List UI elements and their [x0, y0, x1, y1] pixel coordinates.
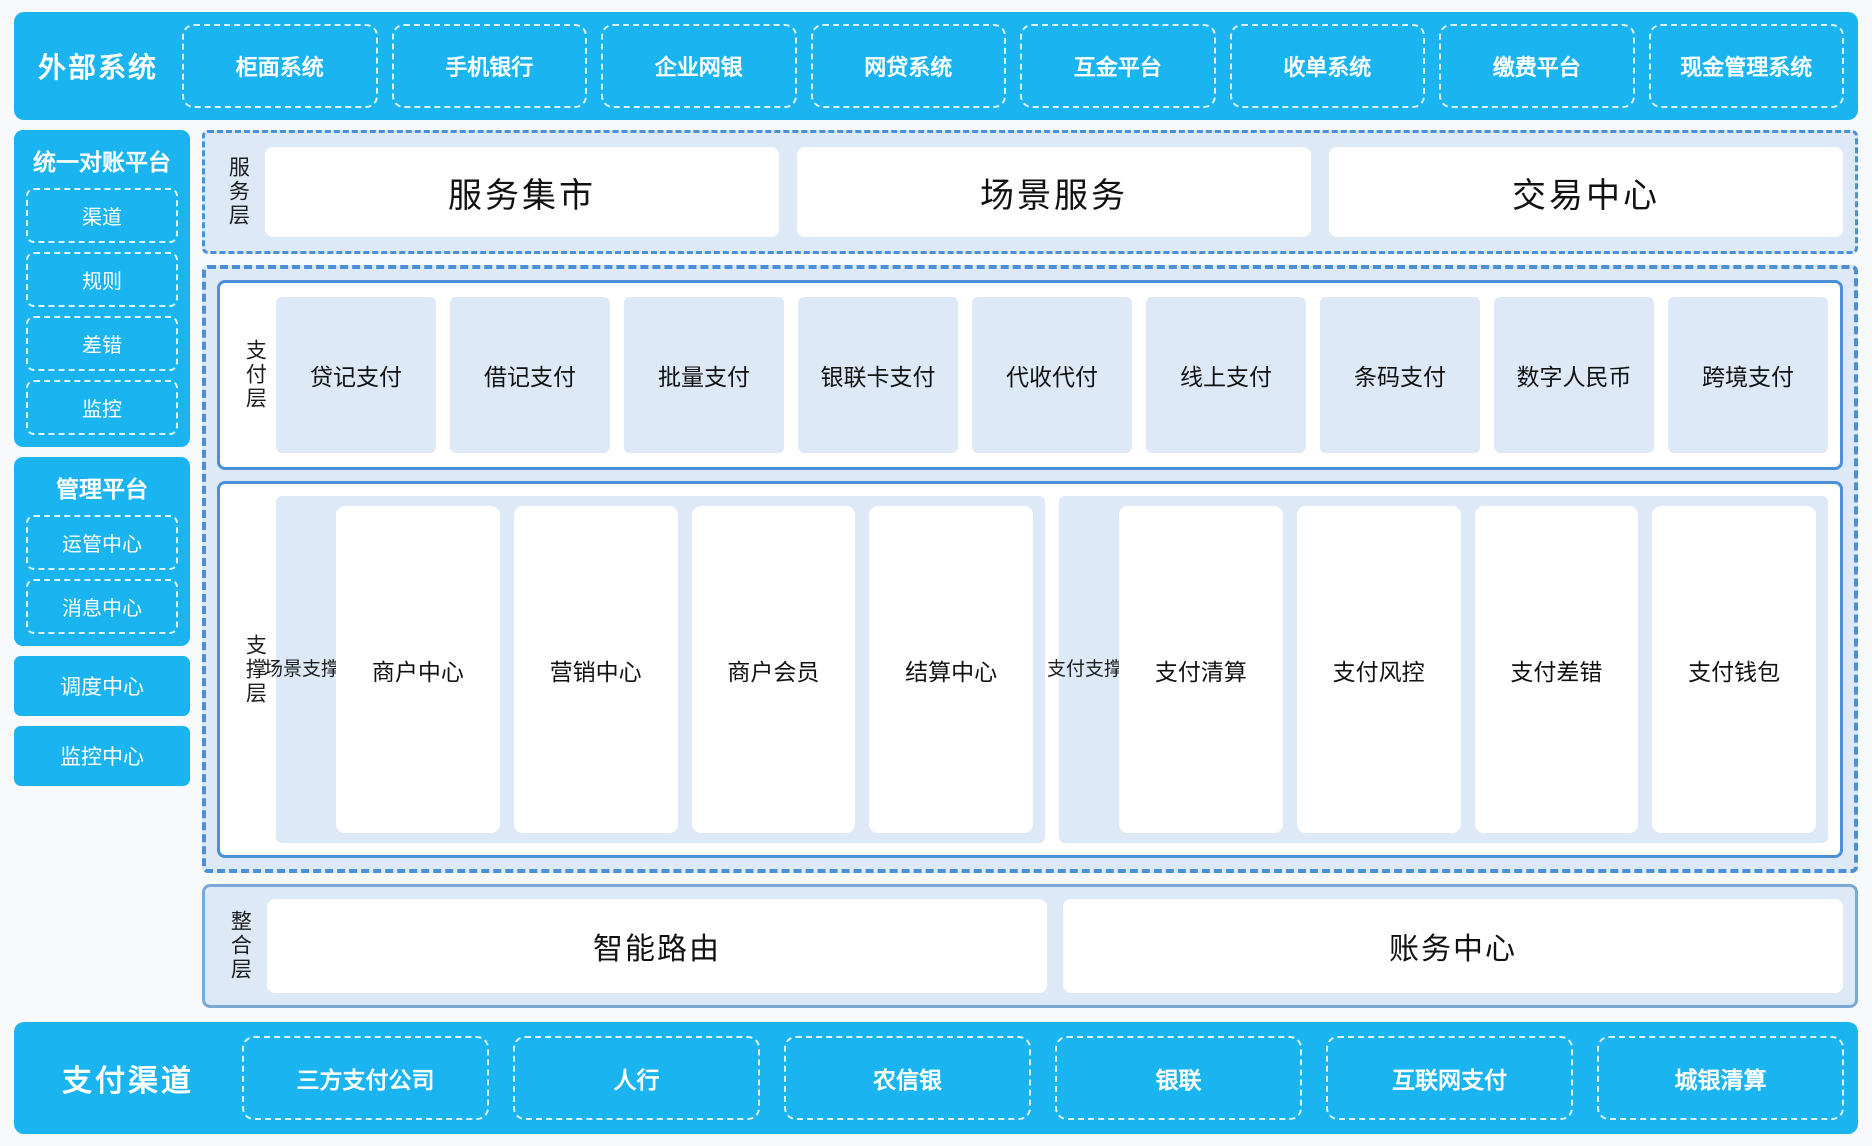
- integration-layer-items: 智能路由 账务中心: [261, 899, 1843, 993]
- support-group-payment-label: 支付支撑: [1047, 658, 1124, 680]
- external-system-item[interactable]: 收单系统: [1229, 24, 1425, 108]
- pay-card-crossborder[interactable]: 跨境支付: [1668, 297, 1828, 453]
- reconciliation-platform-title: 统一对账平台: [33, 149, 171, 175]
- support-card-merchant-member[interactable]: 商户会员: [691, 506, 856, 833]
- payment-channel-item[interactable]: 城银清算: [1597, 1036, 1844, 1120]
- management-item-message[interactable]: 消息中心: [26, 579, 178, 634]
- support-card-merchant-center[interactable]: 商户中心: [336, 506, 500, 833]
- external-systems-title: 外部系统: [37, 52, 158, 83]
- external-system-item[interactable]: 缴费平台: [1439, 24, 1635, 108]
- left-rail: 统一对账平台 渠道 规则 差错 监控 管理平台 运管中心 消息中心 调度中心 监…: [14, 130, 190, 1008]
- payment-channel-item[interactable]: 三方支付公司: [242, 1036, 489, 1120]
- support-group-scenario-label: 场景支撑: [264, 658, 341, 680]
- service-layer-label: 服务层: [226, 156, 250, 228]
- support-layer-label: 支撑层: [243, 633, 267, 706]
- support-card-marketing-center[interactable]: 营销中心: [513, 506, 678, 833]
- payment-channels-title: 支付渠道: [62, 1065, 194, 1098]
- integration-card-smart-routing[interactable]: 智能路由: [267, 899, 1047, 993]
- service-card-marketplace[interactable]: 服务集市: [265, 147, 779, 237]
- external-systems-band: 外部系统 柜面系统 手机银行 企业网银 网贷系统 互金平台 收单系统 缴费平台 …: [14, 12, 1858, 120]
- service-card-scenario[interactable]: 场景服务: [797, 147, 1311, 237]
- integration-layer-label: 整合层: [228, 910, 252, 982]
- layers-column: 服务层 服务集市 场景服务 交易中心 支付层 贷记支付 借记支付 批量支付 银联…: [202, 130, 1858, 1008]
- pay-card-credit[interactable]: 贷记支付: [276, 297, 436, 453]
- external-system-item[interactable]: 柜面系统: [182, 24, 378, 108]
- core-dashed-block: 支付层 贷记支付 借记支付 批量支付 银联卡支付 代收代付 线上支付 条码支付 …: [202, 265, 1858, 873]
- support-card-payment-risk[interactable]: 支付风控: [1296, 506, 1461, 833]
- reconciliation-item-channel[interactable]: 渠道: [26, 188, 178, 243]
- pay-layer-label: 支付层: [243, 339, 267, 411]
- payment-channels-band: 支付渠道 三方支付公司 人行 农信银 银联 互联网支付 城银清算: [14, 1022, 1858, 1134]
- external-system-item[interactable]: 企业网银: [601, 24, 797, 108]
- external-system-item[interactable]: 网贷系统: [810, 24, 1006, 108]
- management-platform-title: 管理平台: [56, 476, 148, 502]
- pay-card-batch[interactable]: 批量支付: [624, 297, 784, 453]
- monitoring-center-card[interactable]: 监控中心: [14, 726, 190, 786]
- payment-channel-item[interactable]: 农信银: [784, 1036, 1031, 1120]
- service-layer: 服务层 服务集市 场景服务 交易中心: [202, 130, 1858, 254]
- integration-layer: 整合层 智能路由 账务中心: [202, 884, 1858, 1008]
- reconciliation-platform-card: 统一对账平台 渠道 规则 差错 监控: [14, 130, 190, 447]
- support-card-settlement-center[interactable]: 结算中心: [869, 506, 1033, 833]
- external-system-item[interactable]: 手机银行: [391, 24, 587, 108]
- service-card-transaction[interactable]: 交易中心: [1329, 147, 1843, 237]
- support-group-payment: 支付支撑 支付清算 支付风控 支付差错 支付钱包: [1047, 496, 1828, 843]
- reconciliation-item-monitor[interactable]: 监控: [26, 380, 178, 435]
- external-system-item[interactable]: 现金管理系统: [1648, 24, 1844, 108]
- payment-channel-item[interactable]: 互联网支付: [1326, 1036, 1573, 1120]
- pay-card-digital-rmb[interactable]: 数字人民币: [1494, 297, 1654, 453]
- payment-channel-item[interactable]: 人行: [513, 1036, 760, 1120]
- support-layer-groups: 场景支撑 商户中心 营销中心 商户会员 结算中心 支付支撑 支付清算 支付风控 …: [264, 494, 1828, 845]
- payment-channel-item[interactable]: 银联: [1055, 1036, 1302, 1120]
- service-layer-items: 服务集市 场景服务 交易中心: [259, 143, 1845, 241]
- management-platform-card: 管理平台 运管中心 消息中心: [14, 457, 190, 646]
- support-group-scenario: 场景支撑 商户中心 营销中心 商户会员 结算中心: [264, 496, 1045, 843]
- pay-card-barcode[interactable]: 条码支付: [1320, 297, 1480, 453]
- payment-channels-list: 三方支付公司 人行 农信银 银联 互联网支付 城银清算: [242, 1022, 1844, 1134]
- reconciliation-item-rule[interactable]: 规则: [26, 252, 178, 307]
- support-layer: 支撑层 场景支撑 商户中心 营销中心 商户会员 结算中心 支付支撑 支付清算: [217, 481, 1843, 858]
- support-card-payment-clearing[interactable]: 支付清算: [1119, 506, 1283, 833]
- support-card-payment-wallet[interactable]: 支付钱包: [1652, 506, 1816, 833]
- pay-card-online[interactable]: 线上支付: [1146, 297, 1306, 453]
- reconciliation-item-error[interactable]: 差错: [26, 316, 178, 371]
- support-card-payment-error[interactable]: 支付差错: [1474, 506, 1639, 833]
- integration-card-accounting-center[interactable]: 账务中心: [1063, 899, 1843, 993]
- external-systems-list: 柜面系统 手机银行 企业网银 网贷系统 互金平台 收单系统 缴费平台 现金管理系…: [182, 12, 1844, 120]
- pay-layer-items: 贷记支付 借记支付 批量支付 银联卡支付 代收代付 线上支付 条码支付 数字人民…: [276, 293, 1828, 457]
- pay-card-unionpay[interactable]: 银联卡支付: [798, 297, 958, 453]
- external-system-item[interactable]: 互金平台: [1020, 24, 1216, 108]
- middle-region: 统一对账平台 渠道 规则 差错 监控 管理平台 运管中心 消息中心 调度中心 监…: [14, 130, 1858, 1008]
- pay-card-debit[interactable]: 借记支付: [450, 297, 610, 453]
- pay-card-collection[interactable]: 代收代付: [972, 297, 1132, 453]
- pay-layer: 支付层 贷记支付 借记支付 批量支付 银联卡支付 代收代付 线上支付 条码支付 …: [217, 280, 1843, 470]
- scheduling-center-card[interactable]: 调度中心: [14, 656, 190, 716]
- management-item-operations[interactable]: 运管中心: [26, 515, 178, 570]
